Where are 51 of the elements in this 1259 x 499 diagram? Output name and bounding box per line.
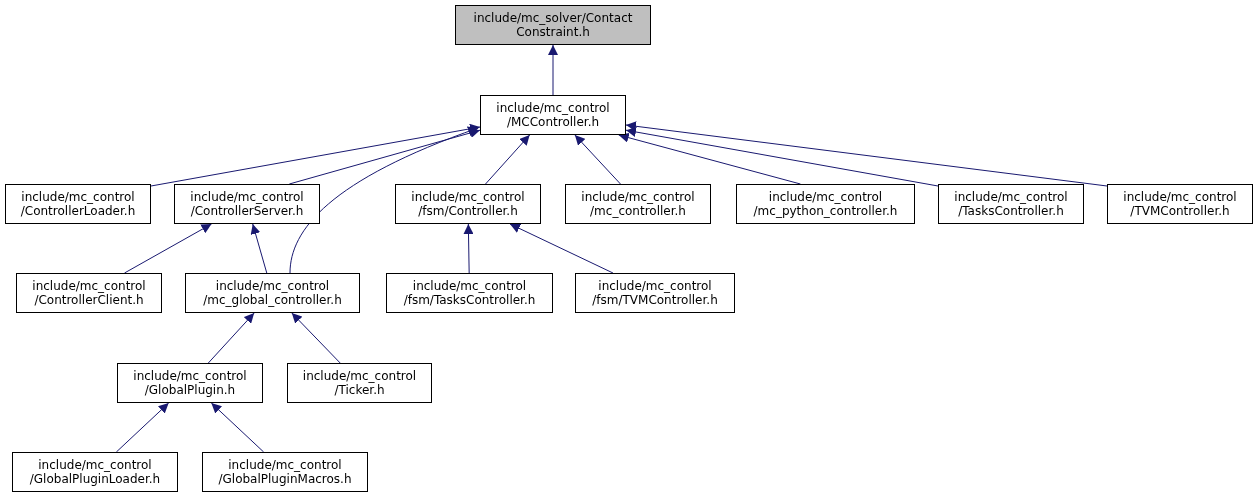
- include-arrow: [548, 44, 558, 96]
- file-box: [287, 363, 432, 403]
- file-box: [575, 273, 735, 313]
- file-box: [565, 184, 711, 224]
- file-path-text: include/mc_control /ControllerClient.h: [32, 279, 146, 307]
- highlighted-file-box: [455, 5, 651, 45]
- file-box: [386, 273, 553, 313]
- file-path-text: include/mc_control /mc_python_controller.h: [753, 190, 898, 218]
- file-path-text: include/mc_control /ControllerLoader.h: [20, 190, 136, 218]
- include-arrow: [250, 223, 268, 274]
- include-arrow: [574, 134, 621, 185]
- file-box: [938, 184, 1084, 224]
- file-path-text: include/mc_control /GlobalPluginMacros.h: [218, 458, 352, 486]
- file-box: [12, 452, 178, 492]
- file-box: [174, 184, 320, 224]
- file-box: [5, 184, 151, 224]
- file-path-text: include/mc_control /TasksController.h: [954, 190, 1068, 218]
- include-arrow: [625, 121, 1108, 187]
- file-box: [1107, 184, 1253, 224]
- file-path-text: include/mc_control /fsm/Controller.h: [411, 190, 525, 218]
- file-path-text: include/mc_control /GlobalPluginLoader.h: [29, 458, 161, 486]
- file-box: [16, 273, 162, 313]
- include-arrow: [115, 402, 170, 453]
- file-box: [117, 363, 263, 403]
- file-path-text: include/mc_control /mc_global_controller.h: [203, 279, 342, 307]
- file-path-text: include/mc_control /fsm/TVMController.h: [592, 279, 718, 307]
- include-arrow: [207, 312, 255, 364]
- file-path-text: include/mc_control /ControllerServer.h: [190, 190, 304, 218]
- include-arrow: [618, 132, 801, 185]
- file-path-text: include/mc_control /Ticker.h: [302, 369, 417, 397]
- include-arrow: [288, 128, 481, 185]
- include-arrow: [509, 223, 614, 274]
- file-path-text: include/mc_solver/Contact Constraint.h: [473, 11, 633, 39]
- file-box: [395, 184, 541, 224]
- file-path-text: include/mc_control /MCController.h: [496, 101, 610, 129]
- file-box: [480, 95, 626, 135]
- include-arrow: [289, 126, 479, 274]
- include-arrow: [150, 123, 481, 187]
- file-box: [202, 452, 368, 492]
- file-box: [185, 273, 360, 313]
- file-path-text: include/mc_control /TVMController.h: [1123, 190, 1237, 218]
- include-arrow: [291, 312, 341, 364]
- file-path-text: include/mc_control /GlobalPlugin.h: [133, 369, 247, 397]
- include-arrow: [485, 134, 531, 185]
- file-path-text: include/mc_control /fsm/TasksController.h: [403, 279, 536, 307]
- file-box: [736, 184, 915, 224]
- include-arrow: [463, 223, 474, 274]
- include-arrow: [210, 402, 265, 453]
- file-path-text: include/mc_control /mc_controller.h: [581, 190, 695, 218]
- include-arrow: [625, 127, 939, 187]
- include-arrow: [124, 223, 212, 274]
